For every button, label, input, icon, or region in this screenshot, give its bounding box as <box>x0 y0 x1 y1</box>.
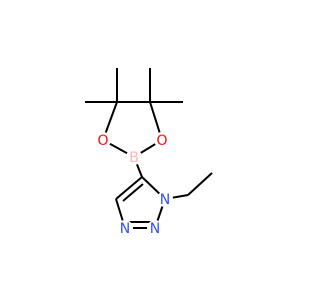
atom-n1: N <box>157 191 173 208</box>
bond-c4t-c5t <box>115 176 143 200</box>
molecule-diagram: O O B N N N <box>0 0 300 300</box>
atom-n3-label: N <box>120 221 130 237</box>
bond-ch2-ch3 <box>187 172 213 196</box>
atom-b: B <box>126 149 142 166</box>
atom-n2: N <box>147 220 163 237</box>
atom-n3: N <box>117 220 133 237</box>
atom-o2: O <box>154 132 170 149</box>
atom-n2-label: N <box>150 221 160 237</box>
bond-c4t-c5t-double <box>122 183 144 202</box>
background <box>0 0 300 300</box>
atom-o1: O <box>95 132 111 149</box>
atom-o2-label: O <box>156 133 167 149</box>
atom-o1-label: O <box>97 133 108 149</box>
atom-b-label: B <box>129 150 139 166</box>
atom-n1-label: N <box>160 192 170 208</box>
